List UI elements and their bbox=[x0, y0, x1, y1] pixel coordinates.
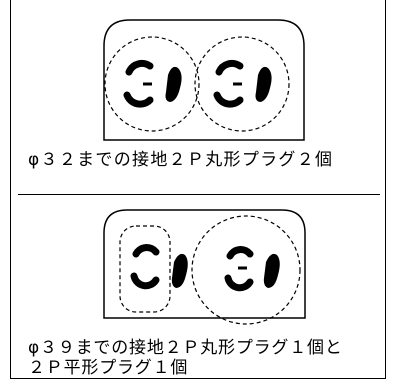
outlet-diagram-2 bbox=[103, 209, 306, 325]
ground-slot-right bbox=[213, 59, 244, 108]
round-plug-outline-right bbox=[194, 36, 290, 132]
blade-slot-left bbox=[171, 253, 188, 288]
figure-frame bbox=[10, 0, 386, 379]
outlet-faceplate-outline bbox=[103, 19, 305, 141]
outlet-caption-1: φ３２までの接地２Ｐ丸形プラグ２個 bbox=[28, 150, 334, 170]
section-divider bbox=[18, 194, 380, 195]
outlet-faceplate-outline bbox=[103, 209, 306, 319]
outlet-diagram-1 bbox=[103, 19, 305, 141]
flat-plug-outline bbox=[119, 225, 171, 313]
round-plug-outline bbox=[191, 215, 301, 325]
round-plug-outline-left bbox=[104, 36, 200, 132]
blade-slot-left bbox=[165, 66, 182, 102]
outlet-caption-2-line-1: φ３９までの接地２Ｐ丸形プラグ１個と bbox=[28, 338, 343, 358]
blade-slot-right bbox=[263, 253, 280, 288]
ground-slot-left bbox=[123, 59, 154, 108]
ground-slot-right bbox=[224, 246, 254, 292]
blade-slot-right bbox=[255, 66, 272, 102]
ground-slot-left bbox=[130, 244, 160, 290]
outlet-caption-2-line-2: ２Ｐ平形プラグ１個 bbox=[28, 358, 189, 378]
